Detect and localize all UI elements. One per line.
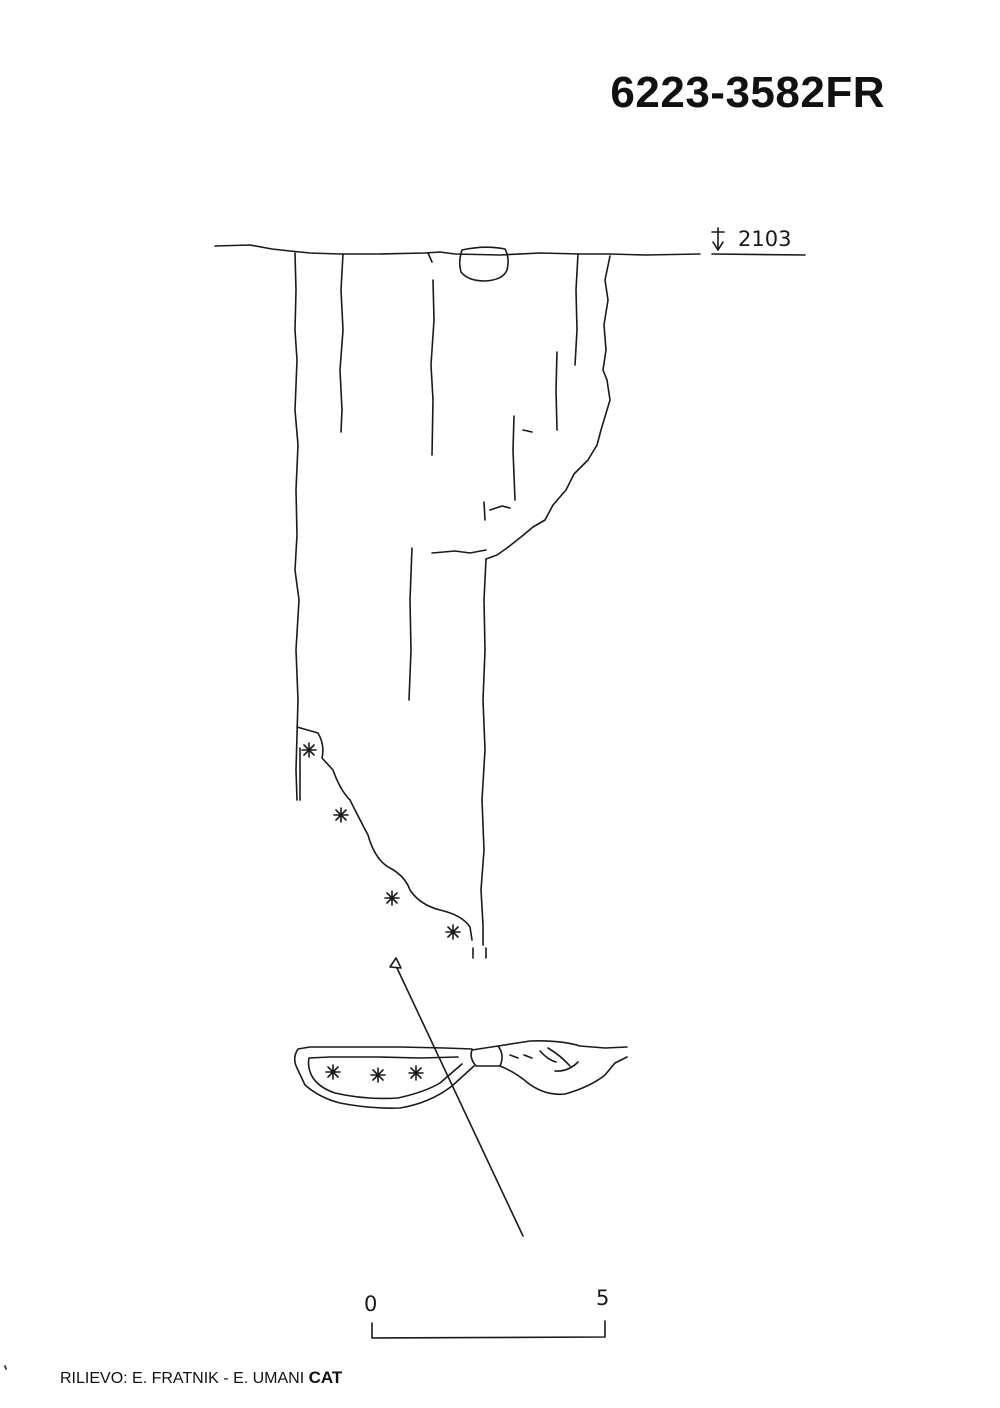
shaft-right-wall-lower bbox=[480, 558, 487, 946]
relief-line-3 bbox=[427, 252, 433, 263]
relief-line-6 bbox=[512, 415, 516, 501]
snow-marker-icon bbox=[445, 924, 461, 940]
relief-line-11 bbox=[431, 549, 487, 554]
shaft-right-wall-upper bbox=[485, 255, 611, 560]
entrance-elevation-label: 2103 bbox=[738, 227, 791, 251]
surface-line bbox=[214, 244, 701, 256]
survey-credits: RILIEVO: E. FRATNIK - E. UMANI CAT bbox=[60, 1368, 342, 1388]
snow-marker-icon bbox=[301, 742, 317, 758]
relief-line-4 bbox=[574, 253, 579, 366]
section-line bbox=[396, 967, 524, 1237]
snow-marker-icon bbox=[384, 890, 400, 906]
scale-bar-end-label: 5 bbox=[596, 1286, 609, 1310]
stray-mark bbox=[4, 1365, 7, 1370]
relief-line-7 bbox=[522, 429, 533, 433]
scale-bar-start-label: 0 bbox=[364, 1292, 377, 1316]
plan-outline-right-lower bbox=[499, 1056, 628, 1096]
cave-id-title: 6223-3582FR bbox=[610, 68, 885, 117]
elevation-marker-icon bbox=[711, 227, 725, 251]
snow-marker-icon bbox=[325, 1064, 341, 1080]
debris-slope bbox=[296, 726, 473, 941]
organization-label: CAT bbox=[308, 1368, 343, 1387]
relief-line-10 bbox=[408, 547, 413, 701]
relief-line-2 bbox=[430, 279, 435, 456]
plan-outline-left-inner bbox=[307, 1056, 463, 1100]
scale-bar bbox=[371, 1320, 606, 1339]
plan-outline-left-outer bbox=[293, 1046, 475, 1109]
relief-line-1 bbox=[339, 253, 344, 433]
plan-passage-hatch bbox=[509, 1047, 579, 1072]
elevation-reference-line bbox=[711, 253, 806, 256]
section-arrow-icon bbox=[389, 957, 402, 969]
snow-marker-icon bbox=[370, 1067, 386, 1083]
plan-outline-right bbox=[497, 1040, 628, 1049]
snow-marker-icon bbox=[333, 807, 349, 823]
relief-line-5 bbox=[555, 351, 558, 431]
relief-line-8 bbox=[483, 501, 486, 521]
entrance-boulder bbox=[458, 246, 509, 282]
shaft-left-wall bbox=[294, 252, 300, 801]
plan-boulder bbox=[470, 1045, 503, 1067]
surveyors-label: RILIEVO: E. FRATNIK - E. UMANI bbox=[60, 1370, 305, 1387]
relief-line-9 bbox=[489, 505, 511, 511]
snow-marker-icon bbox=[408, 1065, 424, 1081]
